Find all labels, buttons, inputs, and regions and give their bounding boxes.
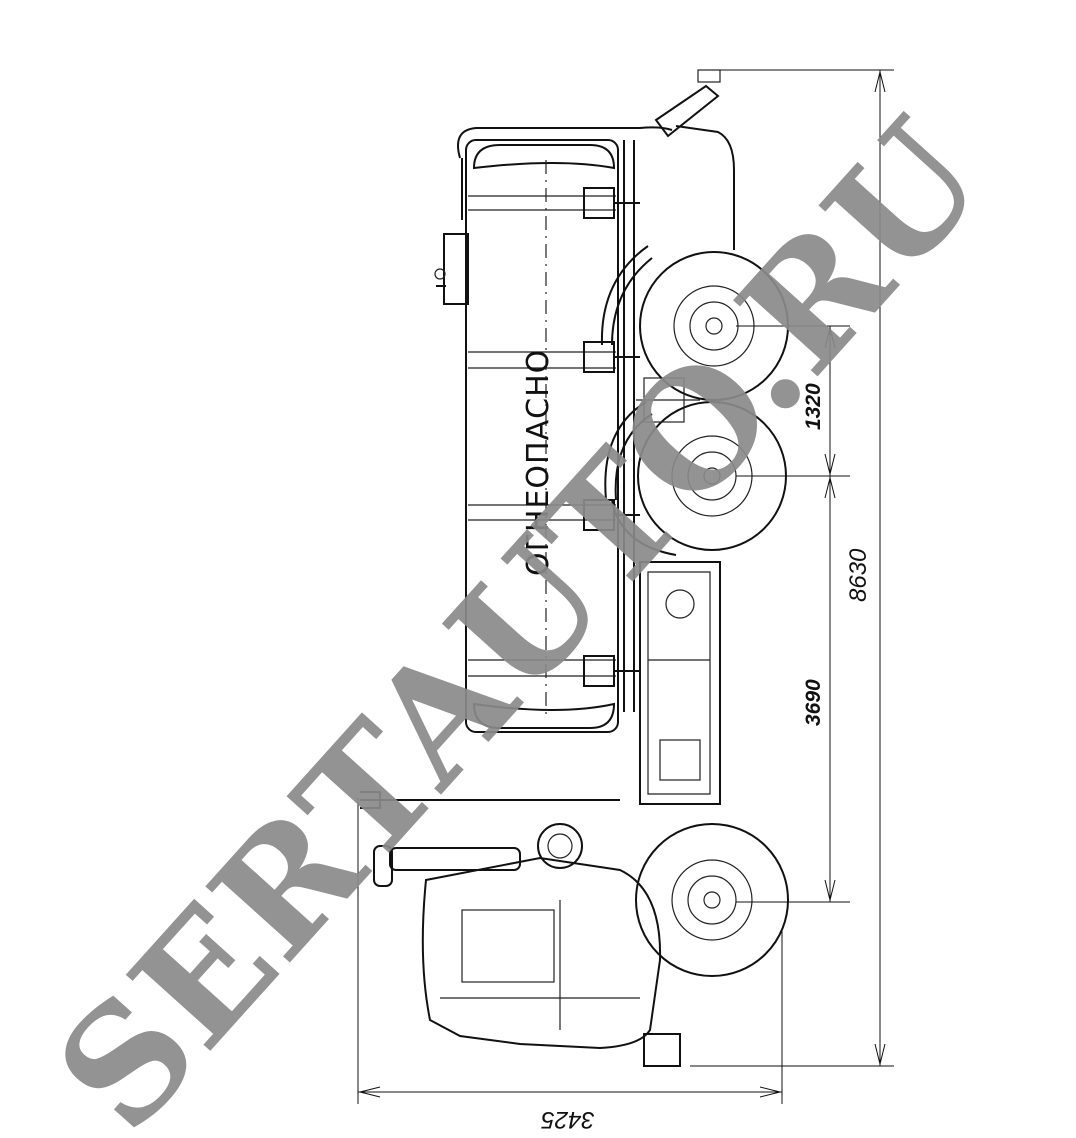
watermark: SERTAUTO.RU bbox=[22, 87, 1018, 1138]
fuel-tank bbox=[465, 139, 619, 733]
dimension-wheelbase: 3690 bbox=[802, 679, 825, 726]
rear-suspension bbox=[636, 377, 700, 423]
dimension-overall-length: 8630 bbox=[845, 548, 872, 602]
tank-inscription: ОГНЕОПАСНО bbox=[521, 349, 556, 576]
dimension-overall-width: 3425 bbox=[541, 1106, 595, 1133]
rear-body bbox=[654, 69, 735, 250]
front-wheel bbox=[635, 823, 789, 977]
dimension-axle-spacing: 1320 bbox=[802, 383, 825, 430]
tank-strap-brackets bbox=[583, 187, 640, 687]
air-intake-pipe bbox=[360, 791, 620, 887]
frame-rail bbox=[623, 140, 635, 712]
hoses bbox=[600, 245, 677, 556]
pump-compartment bbox=[639, 561, 721, 805]
dimension-lines bbox=[357, 69, 894, 1104]
cab bbox=[421, 823, 681, 1067]
top-pipe bbox=[434, 126, 673, 305]
